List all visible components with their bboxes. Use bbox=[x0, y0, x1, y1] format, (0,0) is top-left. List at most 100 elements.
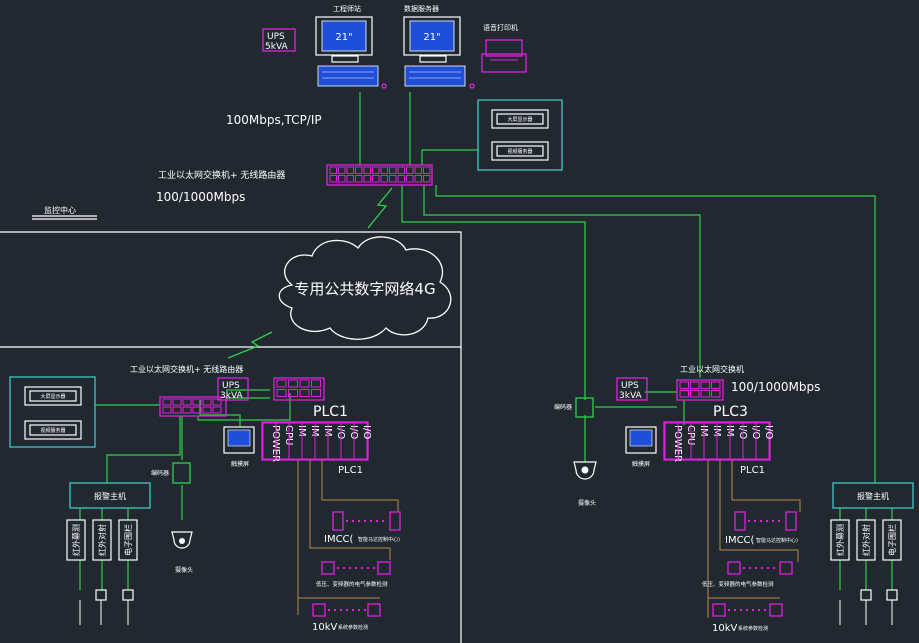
right-camera: 摄像头 bbox=[573, 461, 597, 507]
switch-port bbox=[389, 175, 397, 183]
switch-port bbox=[690, 390, 700, 398]
switch-port bbox=[372, 166, 380, 174]
left-screens-box: 大屏显示器 视频服务器 bbox=[9, 376, 96, 448]
plc-module-label: I/O bbox=[361, 425, 372, 439]
right-sensor-3: 电子围栏 bbox=[887, 524, 897, 556]
switch-port bbox=[363, 175, 371, 183]
switch-port bbox=[700, 381, 710, 389]
switch-port bbox=[406, 175, 414, 183]
right-alarm-host: 报警主机 bbox=[832, 482, 914, 509]
left-ups-line2: 3kVA bbox=[220, 391, 244, 401]
switch-port bbox=[311, 379, 321, 388]
left-switch bbox=[159, 396, 227, 417]
switch-port bbox=[711, 390, 721, 398]
right-ups: UPS 3kVA bbox=[616, 377, 648, 401]
switch-port bbox=[299, 379, 310, 388]
switch-port bbox=[276, 389, 287, 397]
workstation-label: 工程师站 bbox=[333, 4, 361, 13]
right-camera-label: 摄像头 bbox=[578, 499, 596, 507]
switch-port bbox=[338, 166, 346, 174]
left-screen-2: 视频服务器 bbox=[40, 427, 65, 434]
left-camera: 摄像头 bbox=[171, 531, 193, 574]
right-sensor-1: 红外幕测 bbox=[835, 524, 845, 556]
connection-lines bbox=[79, 92, 893, 590]
switch-port bbox=[288, 389, 298, 397]
left-touch-screen: 触摸屏 bbox=[223, 426, 255, 468]
left-sensor-2: 红外对射 bbox=[97, 524, 107, 556]
right-sensor-2: 红外对射 bbox=[861, 524, 871, 556]
monitor-size-2: 21" bbox=[423, 32, 440, 43]
left-encoder: 编码器 bbox=[151, 462, 191, 484]
switch-port bbox=[182, 406, 192, 414]
left-alarm-host: 报警主机 bbox=[69, 482, 151, 509]
right-ups-line1: UPS bbox=[621, 381, 639, 391]
switch-port bbox=[679, 390, 689, 398]
left-hv-label: 10kV bbox=[312, 622, 338, 633]
right-switch-label: 工业以太网交换机 bbox=[680, 364, 744, 374]
left-lv: 低压、变频器的电气参数检测 bbox=[316, 561, 391, 588]
left-site: 工业以太网交换机+ 无线路由器 大屏显示器 视频服务器 UPS 3kVA PLC… bbox=[9, 364, 401, 633]
right-encoder-label: 编码器 bbox=[554, 403, 572, 411]
left-ups: UPS 3kVA bbox=[217, 377, 249, 401]
monitor-size-1: 21" bbox=[335, 32, 352, 43]
left-ups-line1: UPS bbox=[222, 381, 240, 391]
left-plc-title: PLC1 bbox=[313, 404, 348, 420]
switch-port bbox=[276, 379, 287, 388]
plc-module bbox=[353, 422, 368, 460]
left-hv: 10kV 系统参数检测 bbox=[312, 603, 381, 633]
switch-port bbox=[162, 398, 172, 406]
left-alarm-label: 报警主机 bbox=[94, 491, 126, 501]
control-center: 工程师站 数据服务器 21" 21" bbox=[44, 4, 563, 229]
switch-port bbox=[389, 166, 397, 174]
left-plc-sub: PLC1 bbox=[338, 465, 363, 476]
ups-top-line2: 5kVA bbox=[265, 42, 289, 52]
left-touch-label: 触摸屏 bbox=[231, 460, 249, 468]
switch-port bbox=[288, 379, 298, 388]
printer-label: 语音打印机 bbox=[483, 23, 518, 32]
switch-port bbox=[162, 406, 172, 414]
left-switch-label: 工业以太网交换机+ 无线路由器 bbox=[130, 364, 243, 374]
right-encoder: 编码器 bbox=[554, 397, 594, 418]
left-sensor-3: 电子围栏 bbox=[123, 524, 133, 556]
switch-port bbox=[380, 175, 388, 183]
right-sensors: 红外幕测 红外对射 电子围栏 bbox=[830, 519, 902, 625]
switch-port bbox=[700, 390, 710, 398]
cloud-label: 专用公共数字网络4G bbox=[294, 280, 435, 298]
right-switch-speed: 100/1000Mbps bbox=[731, 380, 820, 394]
switch-port bbox=[192, 406, 202, 414]
switch-port bbox=[346, 166, 354, 174]
wireless-bolt-top bbox=[367, 187, 393, 229]
right-lv: 低压、变频器的电气参数检测 bbox=[702, 561, 793, 588]
switch-port bbox=[711, 381, 721, 389]
printer-icon: 语音打印机 bbox=[481, 23, 527, 73]
right-site: 工业以太网交换机 100/1000Mbps UPS 3kVA PLC3 POWE… bbox=[554, 364, 914, 634]
switch-port bbox=[338, 175, 346, 183]
plc-module bbox=[755, 422, 770, 460]
wireless-bolt-left bbox=[227, 331, 273, 359]
top-screens-box: 大屏显示器 视频服务器 bbox=[477, 99, 563, 171]
right-switch bbox=[676, 379, 724, 401]
switch-port bbox=[329, 175, 337, 183]
switch-port bbox=[192, 398, 202, 406]
switch-port bbox=[372, 175, 380, 183]
switch-port bbox=[406, 166, 414, 174]
switch-port bbox=[423, 175, 431, 183]
switch-port bbox=[329, 166, 337, 174]
switch-port bbox=[397, 175, 405, 183]
right-plc-title: PLC3 bbox=[713, 404, 748, 420]
right-imcc-sub: 智能马达控制中心) bbox=[756, 537, 798, 544]
switch-port bbox=[172, 406, 182, 414]
left-sensor-1: 红外幕测 bbox=[71, 524, 81, 556]
control-center-label: 监控中心 bbox=[44, 205, 76, 215]
cloud-network: 专用公共数字网络4G bbox=[278, 236, 452, 340]
ups-top: UPS 5kVA bbox=[262, 28, 296, 52]
switch-port bbox=[355, 166, 363, 174]
right-hv: 10kV 系统参数检测 bbox=[712, 603, 783, 634]
top-switch bbox=[326, 164, 433, 186]
switch-port bbox=[690, 381, 700, 389]
right-imcc: IMCC( 智能马达控制中心) bbox=[725, 511, 798, 546]
switch-port bbox=[202, 406, 212, 414]
right-touch-label: 触摸屏 bbox=[632, 460, 650, 468]
switch-port bbox=[363, 166, 371, 174]
